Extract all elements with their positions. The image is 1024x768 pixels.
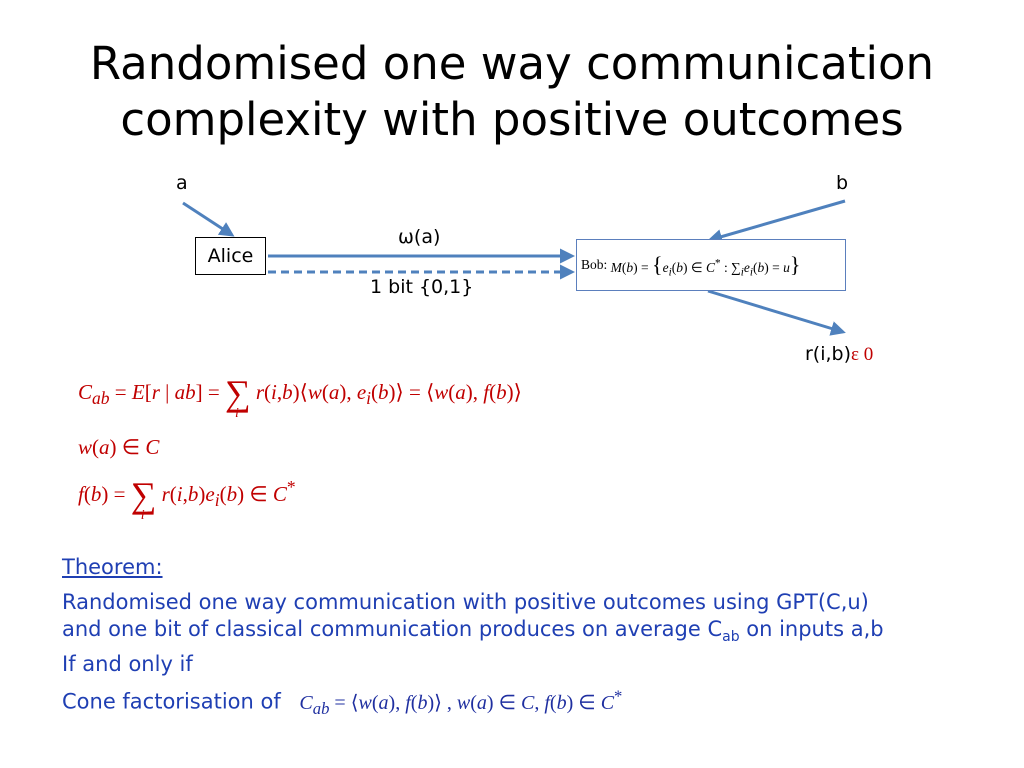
- input-b-label: b: [836, 172, 849, 194]
- theorem-line-1: Randomised one way communication with po…: [62, 590, 869, 614]
- equation-cab: Cab = E[r | ab] = ∑i r(i,b)⟨w(a), ei(b)⟩…: [78, 373, 522, 421]
- output-epsilon: ε 0: [851, 344, 874, 365]
- bob-formula: M(b) = {ei(b) ∈ C* : ∑iei(b) = u}: [610, 251, 801, 279]
- bob-box: Bob: M(b) = {ei(b) ∈ C* : ∑iei(b) = u}: [576, 239, 846, 291]
- arrow-bob-to-output: [707, 289, 846, 336]
- equation-fb: f(b) = ∑i r(i,b)ei(b) ∈ C*: [78, 475, 296, 523]
- slide-title: Randomised one way communication complex…: [89, 37, 935, 146]
- theorem-line-3: If and only if: [62, 652, 193, 676]
- equation-wa: w(a) ∈ C: [78, 435, 160, 459]
- omega-label: ω(a): [398, 226, 441, 248]
- arrow-b-to-bob: [707, 199, 846, 244]
- theorem-line-2: and one bit of classical communication p…: [62, 617, 884, 646]
- bob-label: Bob:: [581, 257, 608, 272]
- output-label-text: r(i,b): [805, 343, 852, 365]
- output-label: r(i,b)ε 0: [805, 343, 873, 366]
- alice-box: Alice: [195, 237, 266, 275]
- cone-factorisation-formula: Cab = ⟨w(a), f(b)⟩ , w(a) ∈ C, f(b) ∈ C*: [299, 686, 623, 718]
- bit-label: 1 bit {0,1}: [370, 276, 474, 298]
- theorem-heading: Theorem:: [62, 555, 163, 579]
- input-a-label: a: [176, 172, 188, 194]
- theorem-line-4: Cone factorisation of Cab = ⟨w(a), f(b)⟩…: [62, 686, 623, 718]
- arrow-a-to-alice: [182, 201, 235, 237]
